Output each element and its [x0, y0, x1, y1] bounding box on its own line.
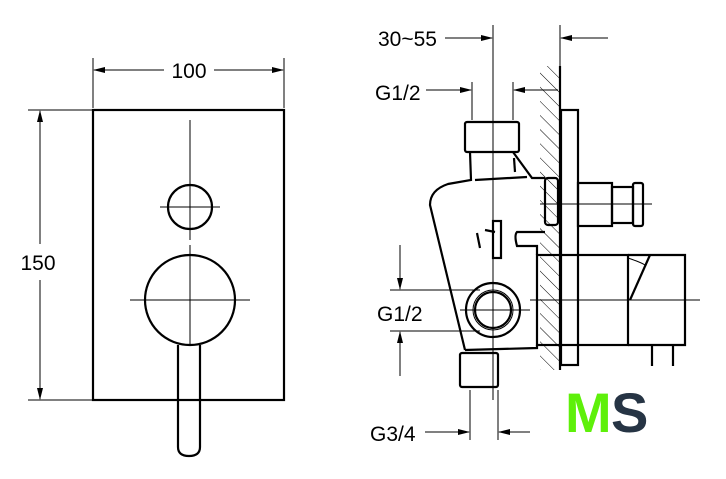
lever-handle: [176, 345, 202, 458]
side-view: 30~55 G1/2 G1/2 G3/4: [370, 25, 700, 446]
front-view: 100 150: [20, 58, 286, 458]
side-plate: [559, 108, 580, 367]
top-inlet-label: G1/2: [375, 82, 421, 105]
side-inlet-dimension: G1/2: [377, 245, 480, 376]
outlet-label: G3/4: [370, 423, 416, 446]
logo-s: S: [611, 381, 648, 444]
centerlines: [130, 120, 250, 345]
outlet-fitting: [458, 351, 500, 389]
height-label: 150: [20, 252, 55, 275]
side-centerlines: [460, 110, 700, 400]
depth-dimension: 30~55: [378, 25, 608, 110]
side-inlet-label: G1/2: [377, 303, 423, 326]
depth-label: 30~55: [378, 28, 437, 51]
width-dimension: 100: [92, 58, 285, 108]
wall-hatch: [540, 66, 560, 370]
logo-m: M: [565, 381, 612, 444]
top-inlet-dimension: G1/2: [375, 82, 558, 120]
cover-plate: [91, 108, 286, 402]
ms-logo: M S: [565, 381, 648, 444]
width-label: 100: [171, 60, 206, 83]
height-dimension: 150: [20, 109, 92, 401]
outlet-dimension: G3/4: [370, 390, 530, 446]
hex-nut: [543, 176, 560, 227]
